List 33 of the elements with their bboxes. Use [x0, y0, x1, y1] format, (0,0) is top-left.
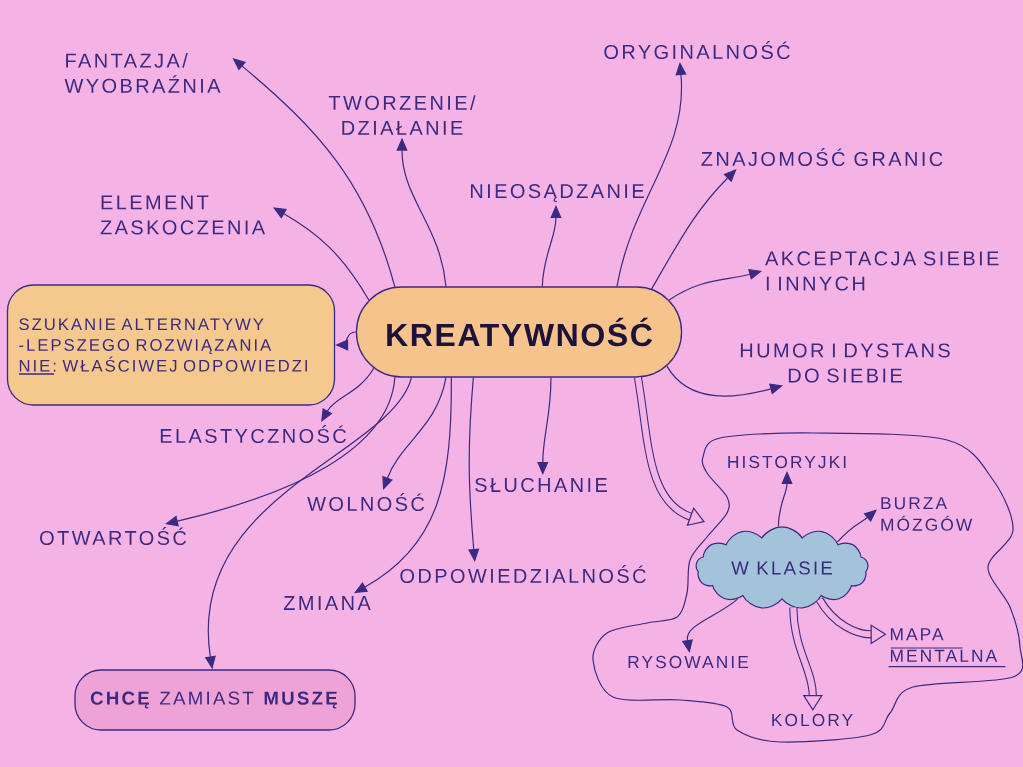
topic-label: AKCEPTACJA SIEBIE I INNYCH	[765, 251, 999, 291]
topic-label: FANTAZJA/ WYOBRAŹNIA	[64, 53, 221, 93]
topic-label: ZNAJOMOŚĆ GRANIC	[701, 147, 943, 167]
arrow	[541, 205, 562, 287]
arrow	[616, 62, 687, 287]
topic-label: NIEOSĄDZANIE	[471, 183, 644, 202]
topic-label: WOLNOŚĆ	[307, 492, 425, 512]
topic-label: ELASTYCZNOŚĆ	[160, 424, 346, 444]
arrow	[666, 365, 783, 397]
topic-label: TWORZENIE/ DZIAŁANIE	[328, 95, 476, 135]
note-box: CHCĘ ZAMIAST MUSZĘ	[74, 669, 356, 731]
arrow	[354, 377, 452, 594]
double-arrow	[789, 607, 823, 711]
arrow	[468, 377, 480, 562]
topic-label: ODPOWIEDZIALNOŚĆ	[400, 564, 646, 584]
arrow	[537, 377, 552, 475]
arrow	[321, 367, 375, 422]
note-box: SZUKANIE ALTERNATYWY -LEPSZEGO ROZWIĄZANIA NIE: WŁAŚCIWEJ ODPOWIEDZI	[6, 284, 336, 406]
topic-label: MAPA MENTALNA	[888, 628, 1007, 668]
topic-label: KOLORY	[772, 713, 853, 727]
topic-cloud: W KLASIE	[695, 526, 869, 609]
arrow	[382, 377, 447, 490]
topic-label: BURZA MÓZGÓW	[881, 497, 973, 531]
topic-label: ELEMENT ZASKOCZENIA	[100, 195, 266, 235]
topic-label: ORYGINALNOŚĆ	[604, 40, 790, 60]
topic-label: HUMOR I DYSTANS DO SIEBIE	[740, 343, 950, 383]
arrow	[651, 169, 737, 290]
topic-label: ZMIANA	[283, 596, 371, 610]
arrow	[165, 376, 396, 527]
topic-label: HISTORYJKI	[728, 455, 846, 469]
topic-label: RYSOWANIE	[628, 655, 749, 669]
topic-label: SŁUCHANIE	[475, 477, 607, 493]
topic-label: OTWARTOŚĆ	[40, 526, 187, 546]
